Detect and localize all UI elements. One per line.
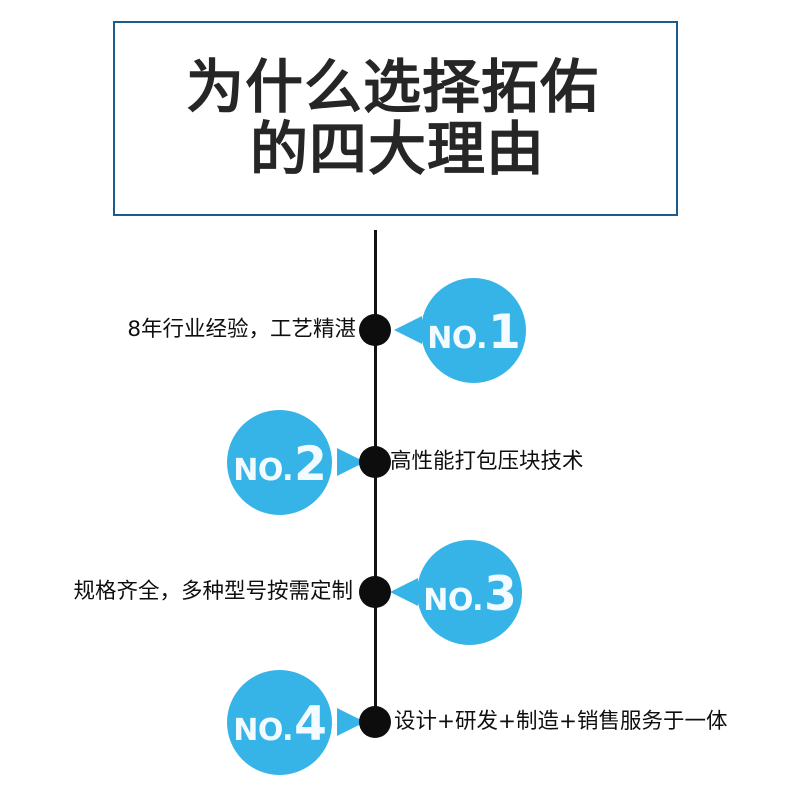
timeline-item-3-badge-number: 3 (484, 567, 517, 622)
timeline-item-4-badge-label: NO. 4 (233, 697, 327, 752)
timeline-item-2-text: 高性能打包压块技术 (390, 449, 584, 474)
timeline-item-1-badge-label: NO. 1 (427, 305, 521, 360)
page-title-line-1: 为什么选择拓佑 (185, 53, 599, 122)
timeline-item-3-badge[interactable]: NO. 3 (417, 540, 522, 645)
timeline-item-2-badge-number: 2 (294, 437, 327, 492)
timeline-item-1-badge[interactable]: NO. 1 (421, 278, 526, 383)
timeline-item-2-badge-label: NO. 2 (233, 437, 327, 492)
timeline-item-3-pointer-icon (390, 578, 418, 606)
timeline-item-4-text: 设计+研发+制造+销售服务于一体 (394, 709, 728, 734)
title-panel: 为什么选择拓佑 的四大理由 (113, 21, 678, 216)
timeline-node-1-dot (359, 314, 391, 346)
timeline-item-1-text: 8年行业经验，工艺精湛 (127, 317, 356, 342)
timeline-item-4-badge-prefix: NO. (233, 713, 294, 748)
timeline-item-4-badge[interactable]: NO. 4 (227, 670, 332, 775)
timeline-node-3-dot (359, 576, 391, 608)
page-title-line-2: 的四大理由 (249, 114, 545, 183)
timeline-item-1-badge-prefix: NO. (427, 321, 488, 356)
timeline-item-4-badge-number: 4 (294, 697, 327, 752)
timeline-item-2-badge[interactable]: NO. 2 (227, 410, 332, 515)
timeline-node-2-dot (359, 446, 391, 478)
title-panel-inner: 为什么选择拓佑 的四大理由 (115, 23, 676, 214)
timeline-item-3-badge-label: NO. 3 (423, 567, 517, 622)
timeline-item-1-pointer-icon (394, 316, 422, 344)
timeline-node-4-dot (359, 706, 391, 738)
timeline-item-2-badge-prefix: NO. (233, 453, 294, 488)
timeline-item-3-text: 规格齐全，多种型号按需定制 (73, 579, 353, 604)
timeline-item-3-badge-prefix: NO. (423, 583, 484, 618)
timeline-item-1-badge-number: 1 (488, 305, 521, 360)
